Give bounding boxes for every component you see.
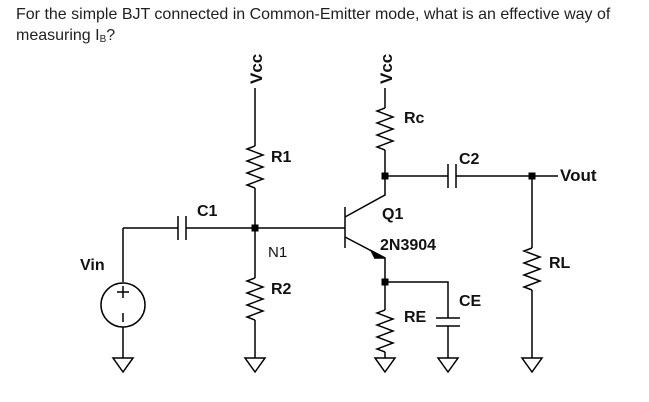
transistor-emitter-lead [344, 236, 386, 282]
question-main: For the simple BJT connected in Common-E… [16, 6, 611, 44]
label-r1: R1 [271, 149, 292, 166]
ground-re [373, 357, 397, 374]
resistor-rl [521, 247, 543, 291]
question-end: ? [106, 27, 116, 44]
resistor-re [374, 309, 396, 353]
label-c2: C2 [459, 151, 480, 168]
label-re: RE [404, 309, 427, 326]
label-q1: Q1 [382, 206, 403, 223]
label-vout: Vout [560, 166, 597, 185]
wire-emitter-ce [385, 281, 449, 318]
node-collector [381, 172, 389, 180]
resistor-rc [374, 107, 396, 151]
question-subscript: B [99, 34, 107, 45]
label-n1: N1 [268, 244, 287, 261]
capacitor-c2 [447, 164, 457, 188]
node-vout [528, 172, 536, 180]
resistor-r1 [244, 145, 266, 189]
transistor-collector-lead [344, 176, 386, 218]
label-vcc-right: Vcc [377, 54, 396, 84]
ground-vin [111, 357, 135, 374]
capacitor-c1 [177, 216, 187, 240]
label-transistor-model: 2N3904 [380, 237, 436, 254]
ground-ce [436, 357, 460, 374]
vin-plus-sign [117, 286, 129, 298]
ground-rl [520, 357, 544, 374]
ground-r2 [243, 357, 267, 374]
label-vcc-left: Vcc [247, 54, 266, 84]
label-rc: Rc [404, 110, 425, 127]
emitter-arrow [369, 249, 386, 259]
label-c1: C1 [197, 203, 218, 220]
label-r2: R2 [271, 281, 292, 298]
node-emitter [381, 278, 389, 286]
label-ce: CE [459, 293, 482, 310]
resistor-r2 [244, 277, 266, 321]
node-n1 [251, 224, 259, 232]
question-text: For the simple BJT connected in Common-E… [16, 4, 641, 50]
capacitor-ce [436, 317, 460, 327]
label-vin: Vin [80, 257, 105, 274]
label-rl: RL [549, 255, 571, 272]
